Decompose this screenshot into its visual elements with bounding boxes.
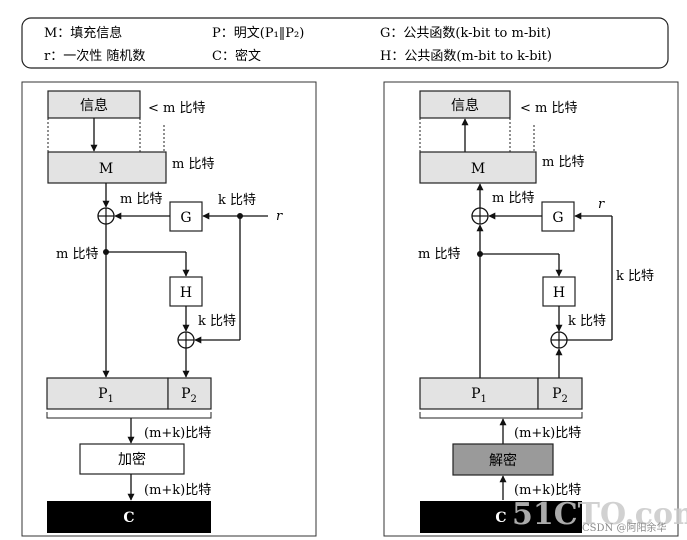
watermark-logo: 51CTO.com	[512, 497, 687, 532]
encrypt-h-label: H	[180, 285, 192, 301]
encrypt-mk-bits-2: (m+k)比特	[144, 483, 211, 498]
encrypt-c-label: C	[123, 510, 134, 526]
encrypt-p1-label: P1	[98, 386, 114, 405]
encrypt-mk-bits-1: (m+k)比特	[144, 426, 211, 441]
decrypt-c-box	[420, 501, 582, 533]
watermark-credit: CSDN @阿阳余华	[582, 521, 666, 534]
encrypt-g-label: G	[180, 210, 191, 226]
legend-frame	[21, 17, 669, 69]
encrypt-m-label: M	[99, 161, 113, 177]
legend-m-def: M：填充信息	[44, 25, 122, 41]
decrypt-mk-bits-2: (m+k)比特	[514, 483, 581, 498]
decrypt-m-box	[419, 151, 537, 184]
encrypt-k-bits-r: k 比特	[218, 193, 256, 208]
decrypt-r-label: r	[598, 197, 605, 212]
encrypt-m-bits: m 比特	[172, 157, 214, 172]
decrypt-h-label: H	[553, 285, 565, 301]
decrypt-xor1-bits: m 比特	[492, 191, 534, 206]
legend-r-def: r：一次性 随机数	[44, 48, 145, 64]
encrypt-op-label: 加密	[118, 451, 146, 468]
legend-c-def: C：密文	[212, 48, 261, 64]
decrypt-p2-label: P2	[552, 386, 568, 405]
decrypt-op-box	[452, 443, 554, 476]
decrypt-p1-label: P1	[471, 386, 487, 405]
encrypt-m-box	[47, 151, 167, 184]
decrypt-panel: 信息 < m 比特 M m 比特 m 比特 G r k 比特 m 比特	[383, 81, 679, 537]
encrypt-p2-box	[167, 377, 212, 410]
decrypt-info-label: 信息	[451, 97, 479, 114]
encrypt-h-box	[169, 276, 203, 307]
decrypt-k-bits-side: k 比特	[616, 269, 654, 284]
decrypt-p-brace	[419, 412, 583, 419]
encrypt-split-bits: m 比特	[56, 247, 98, 262]
decrypt-h-box	[542, 276, 576, 307]
decrypt-p2-box	[537, 377, 583, 410]
decrypt-p1-box	[419, 377, 539, 410]
legend-h-def: H：公共函数(m-bit to k-bit)	[380, 49, 552, 64]
encrypt-info-bits: < m 比特	[148, 101, 206, 116]
encrypt-panel-frame	[21, 81, 317, 537]
decrypt-info-bits: < m 比特	[520, 101, 578, 116]
decrypt-m-label: M	[471, 161, 485, 177]
decrypt-info-box	[419, 90, 511, 119]
decrypt-g-label: G	[552, 210, 563, 226]
decrypt-panel-frame	[383, 81, 679, 537]
legend-g-def: G：公共函数(k-bit to m-bit)	[380, 26, 551, 41]
encrypt-p-brace	[46, 412, 212, 419]
encrypt-xor1-bits: m 比特	[120, 192, 162, 207]
decrypt-c-label: C	[495, 510, 506, 526]
encrypt-xor2-bits: k 比特	[198, 314, 236, 329]
encrypt-r-label: r	[276, 209, 283, 224]
encrypt-panel: 信息 < m 比特 M m 比特 m 比特 G k 比特 r m 比特	[21, 81, 317, 537]
legend-p-def: P：明文(P₁‖P₂)	[212, 26, 304, 41]
encrypt-c-box	[47, 501, 211, 533]
legend: M：填充信息 r：一次性 随机数 P：明文(P₁‖P₂) C：密文 G：公共函数…	[21, 17, 669, 69]
decrypt-m-bits: m 比特	[542, 155, 584, 170]
encrypt-info-box	[47, 90, 141, 119]
decrypt-op-label: 解密	[489, 452, 517, 469]
encrypt-info-label: 信息	[80, 97, 108, 114]
decrypt-xor2-bits: k 比特	[568, 314, 606, 329]
encrypt-p2-label: P2	[181, 386, 197, 405]
watermark: 51CTO.com CSDN @阿阳余华	[512, 497, 687, 534]
decrypt-split-bits: m 比特	[418, 247, 460, 262]
encrypt-g-box	[169, 201, 203, 232]
decrypt-mk-bits-1: (m+k)比特	[514, 426, 581, 441]
encrypt-op-box	[79, 443, 185, 475]
